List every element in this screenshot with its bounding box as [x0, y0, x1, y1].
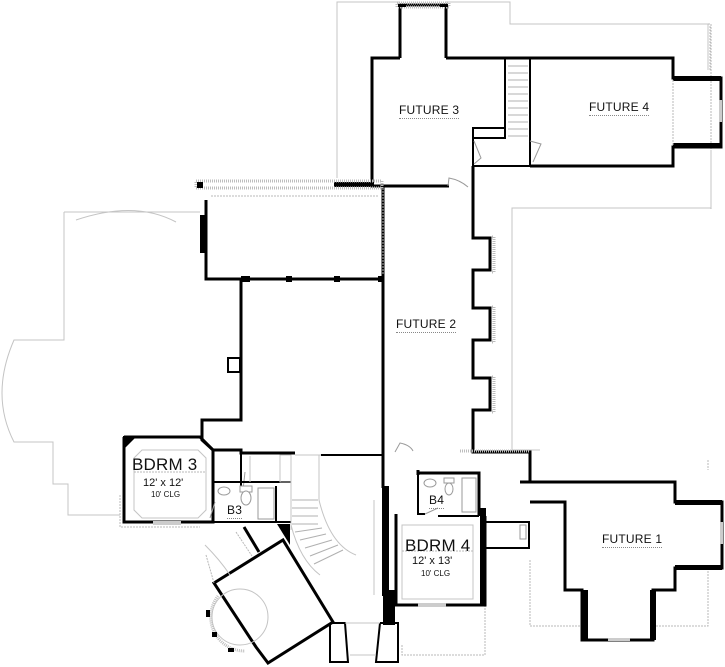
room-size-bdrm-3: 12' x 12': [143, 477, 184, 489]
room-label-future-3: FUTURE 3: [399, 103, 460, 119]
room-label-bdrm-3: BDRM 3: [132, 455, 198, 474]
bdrm-4-walls: [394, 470, 530, 607]
room-label-bath-4: B4: [429, 493, 445, 509]
central-area-walls: [200, 279, 383, 489]
future-4-walls: [530, 56, 723, 168]
room-label-future-4: FUTURE 4: [589, 100, 650, 116]
turret-room-walls: [204, 526, 336, 666]
room-label-future-2: FUTURE 2: [396, 317, 457, 333]
room-size-bdrm-4: 12' x 13': [412, 555, 453, 567]
main-staircase: [277, 455, 357, 576]
room-ceiling-bdrm-4: 10' CLG: [421, 569, 451, 578]
stairs-upper: [508, 65, 528, 137]
bdrm-3-walls: [119, 435, 215, 528]
room-label-future-1: FUTURE 1: [602, 532, 663, 548]
door-swings: [242, 140, 542, 491]
upper-left-room-walls: [194, 179, 384, 282]
entry-walls: [329, 452, 399, 663]
room-label-bath-3: B3: [227, 503, 243, 519]
future-1-walls: [520, 480, 724, 642]
future-2-walls: [381, 166, 532, 484]
future-3-walls: [334, 1, 538, 188]
room-ceiling-bdrm-3: 10' CLG: [151, 490, 181, 499]
bath-3: [209, 454, 292, 523]
room-label-bdrm-4: BDRM 4: [405, 536, 471, 555]
